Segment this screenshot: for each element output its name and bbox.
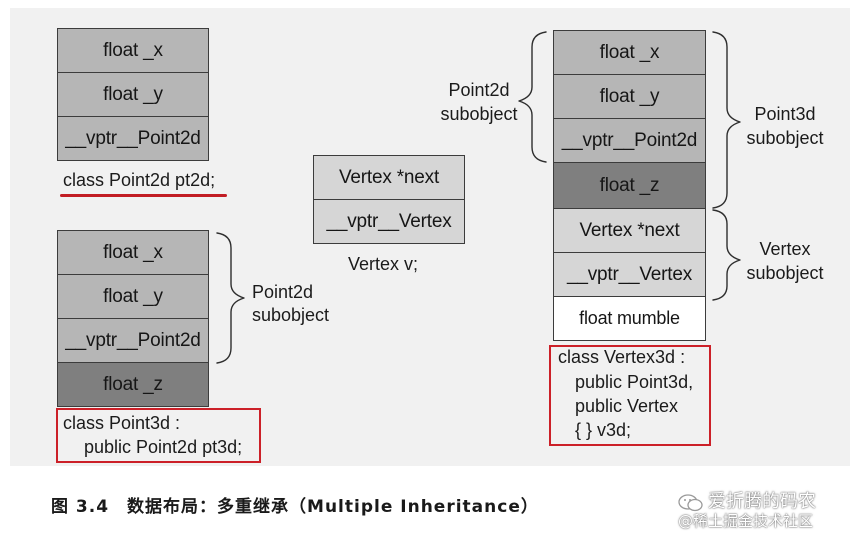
v3d-field-vptr-point2d: __vptr__Point2d xyxy=(553,118,706,163)
pt3d-field-z: float _z xyxy=(57,362,209,407)
watermark-line1: 爱折腾的码农 xyxy=(708,491,816,512)
figure-caption: 图 3.4 数据布局：多重继承（Multiple Inheritance） xyxy=(51,497,539,517)
v3d-vertex-bracket-label-line1: Vertex xyxy=(759,239,811,259)
v3d-field-next: Vertex *next xyxy=(553,208,706,253)
v3d-point3d-bracket-label-line2: subobject xyxy=(746,128,824,148)
pt3d-declaration-line1: class Point3d : xyxy=(63,413,181,433)
v3d-left-point2d-bracket xyxy=(518,31,547,163)
v3d-field-mumble: float mumble xyxy=(553,296,706,341)
v3d-declaration-line2: public Point3d, xyxy=(575,372,694,392)
pt2d-underline xyxy=(60,194,227,197)
pt3d-declaration-line2: public Point2d pt3d; xyxy=(84,437,243,457)
watermark-line2: @稀土掘金技术社区 xyxy=(678,512,814,530)
v3d-point3d-bracket-label-line1: Point3d xyxy=(754,104,816,124)
pt3d-field-vptr: __vptr__Point2d xyxy=(57,318,209,363)
v3d-right-point3d-bracket xyxy=(712,31,741,209)
pt2d-field-x: float _x xyxy=(57,28,209,73)
pt3d-field-y: float _y xyxy=(57,274,209,319)
v3d-field-y: float _y xyxy=(553,74,706,119)
v3d-declaration-line3: public Vertex xyxy=(575,396,679,416)
watermark: 爱折腾的码农 @稀土掘金技术社区 xyxy=(678,491,856,531)
wechat-icon xyxy=(678,494,703,512)
v3d-right-vertex-bracket xyxy=(712,209,741,301)
pt3d-field-x: float _x xyxy=(57,230,209,275)
v3d-declaration-highlight xyxy=(549,345,711,446)
v3d-field-vptr-vertex: __vptr__Vertex xyxy=(553,252,706,297)
pt2d-declaration: class Point2d pt2d; xyxy=(63,170,216,190)
vertex-field-next: Vertex *next xyxy=(313,155,465,200)
vertex-field-vptr: __vptr__Vertex xyxy=(313,199,465,244)
pt3d-declaration-highlight xyxy=(56,408,261,463)
v3d-declaration-line4: { } v3d; xyxy=(575,420,632,440)
pt3d-bracket-label-line1: Point2d xyxy=(252,282,314,302)
pt2d-field-vptr: __vptr__Point2d xyxy=(57,116,209,161)
v3d-left-bracket-label-line1: Point2d xyxy=(448,80,510,100)
v3d-left-bracket-label-line2: subobject xyxy=(440,104,518,124)
pt3d-bracket-label-line2: subobject xyxy=(252,305,330,325)
v3d-declaration-line1: class Vertex3d : xyxy=(558,347,686,367)
pt3d-point2d-bracket xyxy=(216,232,245,364)
vertex-declaration: Vertex v; xyxy=(348,254,419,274)
v3d-vertex-bracket-label-line2: subobject xyxy=(746,263,824,283)
